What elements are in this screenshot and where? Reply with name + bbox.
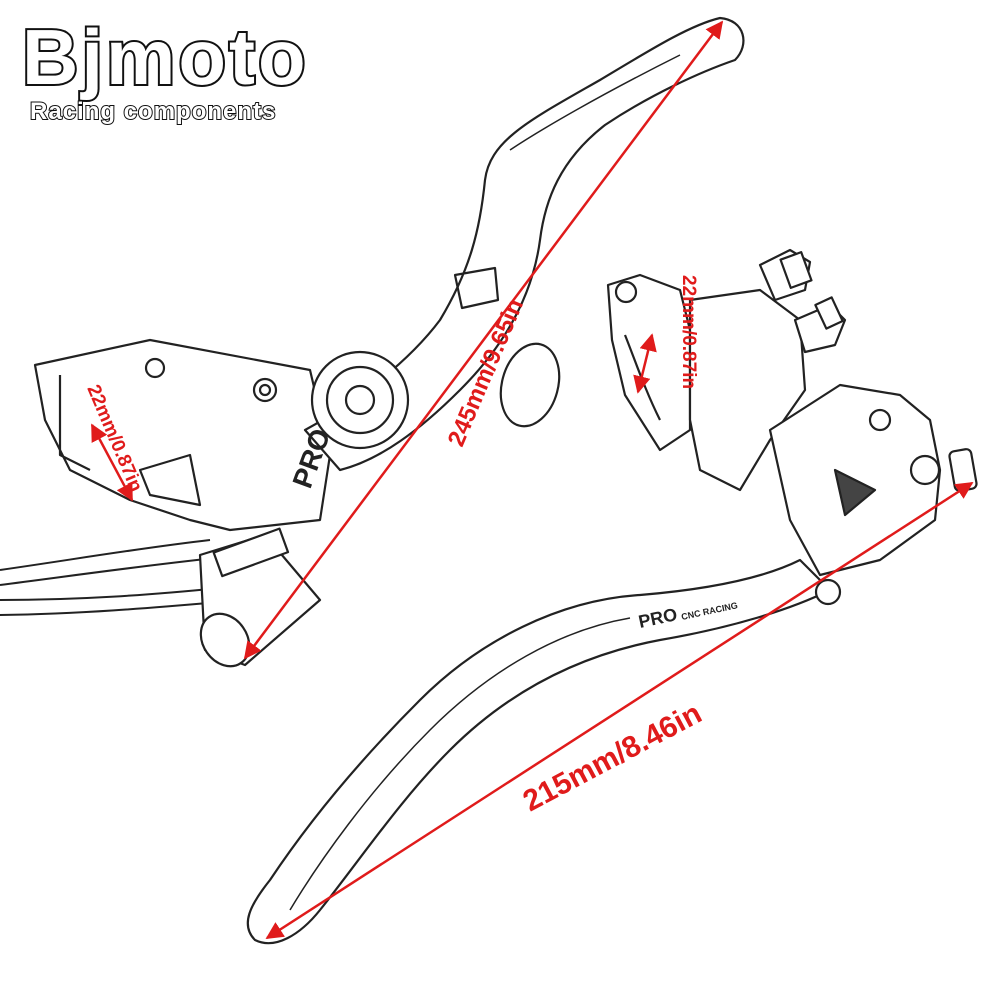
dimension-arrows (90, 20, 974, 940)
right-lever-length-arrow (265, 481, 974, 940)
right-clamp-arrow (633, 333, 657, 394)
brand-tagline: Racing components (29, 98, 277, 125)
left-clamp-arrow (90, 423, 134, 502)
right-clamp-label: 22mm/0.87in (678, 275, 699, 389)
